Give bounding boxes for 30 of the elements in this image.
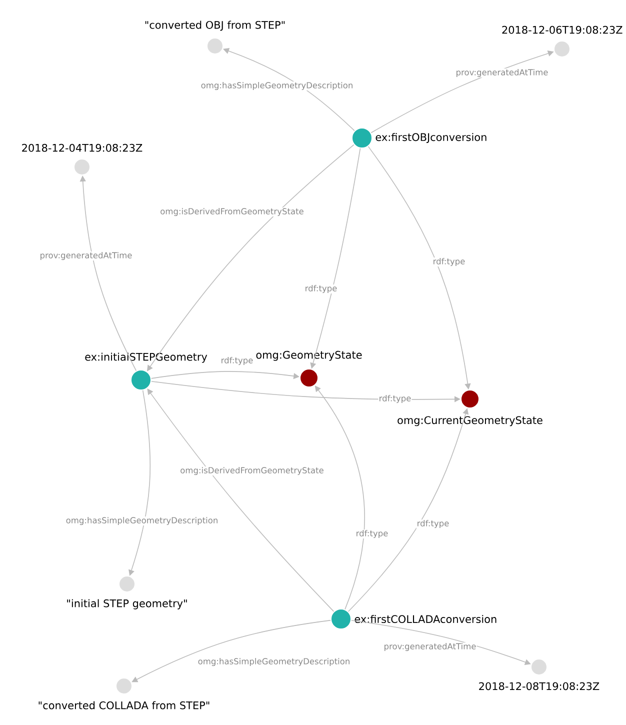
edge-label: rdf:type bbox=[416, 520, 450, 528]
node-label: 2018-12-04T19:08:23Z bbox=[22, 144, 142, 152]
edge-label: prov:generatedAtTime bbox=[383, 642, 477, 652]
edge-label: rdf:type bbox=[378, 394, 412, 404]
edge-label: rdf:type bbox=[220, 356, 254, 366]
node-label: ex:initialSTEPGeometry bbox=[85, 352, 208, 363]
arrow bbox=[132, 620, 331, 682]
node-label: ex:firstOBJconversion bbox=[376, 133, 486, 144]
node-label: omg:GeometryState bbox=[256, 350, 362, 361]
arrow bbox=[314, 386, 365, 610]
edge-label: omg:hasSimpleGeometryDescription bbox=[200, 82, 354, 90]
node-label: 2018-12-06T19:08:23Z bbox=[502, 26, 622, 34]
edge-label: rdf:type bbox=[304, 284, 338, 294]
node-label: omg:CurrentGeometryState bbox=[398, 416, 542, 426]
arrow bbox=[80, 176, 137, 372]
edge-label: omg:hasSimpleGeometryDescription bbox=[65, 516, 219, 526]
edge-label: prov:generatedAtTime bbox=[39, 252, 133, 260]
node-label: "converted COLLADA from STEP" bbox=[38, 701, 210, 710]
edge-label: omg:isDerivedFromGeometryState bbox=[180, 466, 324, 476]
node-label: 2018-12-08T19:08:23Z bbox=[479, 682, 600, 690]
node-label: ex:firstCOLLADAconversion bbox=[354, 614, 496, 624]
edge-label: prov:generatedAtTime bbox=[455, 68, 549, 78]
edge-label: omg:hasSimpleGeometryDescription bbox=[197, 658, 351, 666]
edge-label: omg:isDerivedFromGeometryState bbox=[160, 208, 304, 216]
arrow bbox=[147, 388, 334, 612]
arrow bbox=[223, 48, 355, 132]
edge-label: rdf:type bbox=[432, 258, 466, 266]
node-label: "initial STEP geometry" bbox=[67, 599, 187, 610]
node-label: "converted OBJ from STEP" bbox=[145, 20, 285, 31]
edge-label: rdf:type bbox=[355, 530, 389, 538]
